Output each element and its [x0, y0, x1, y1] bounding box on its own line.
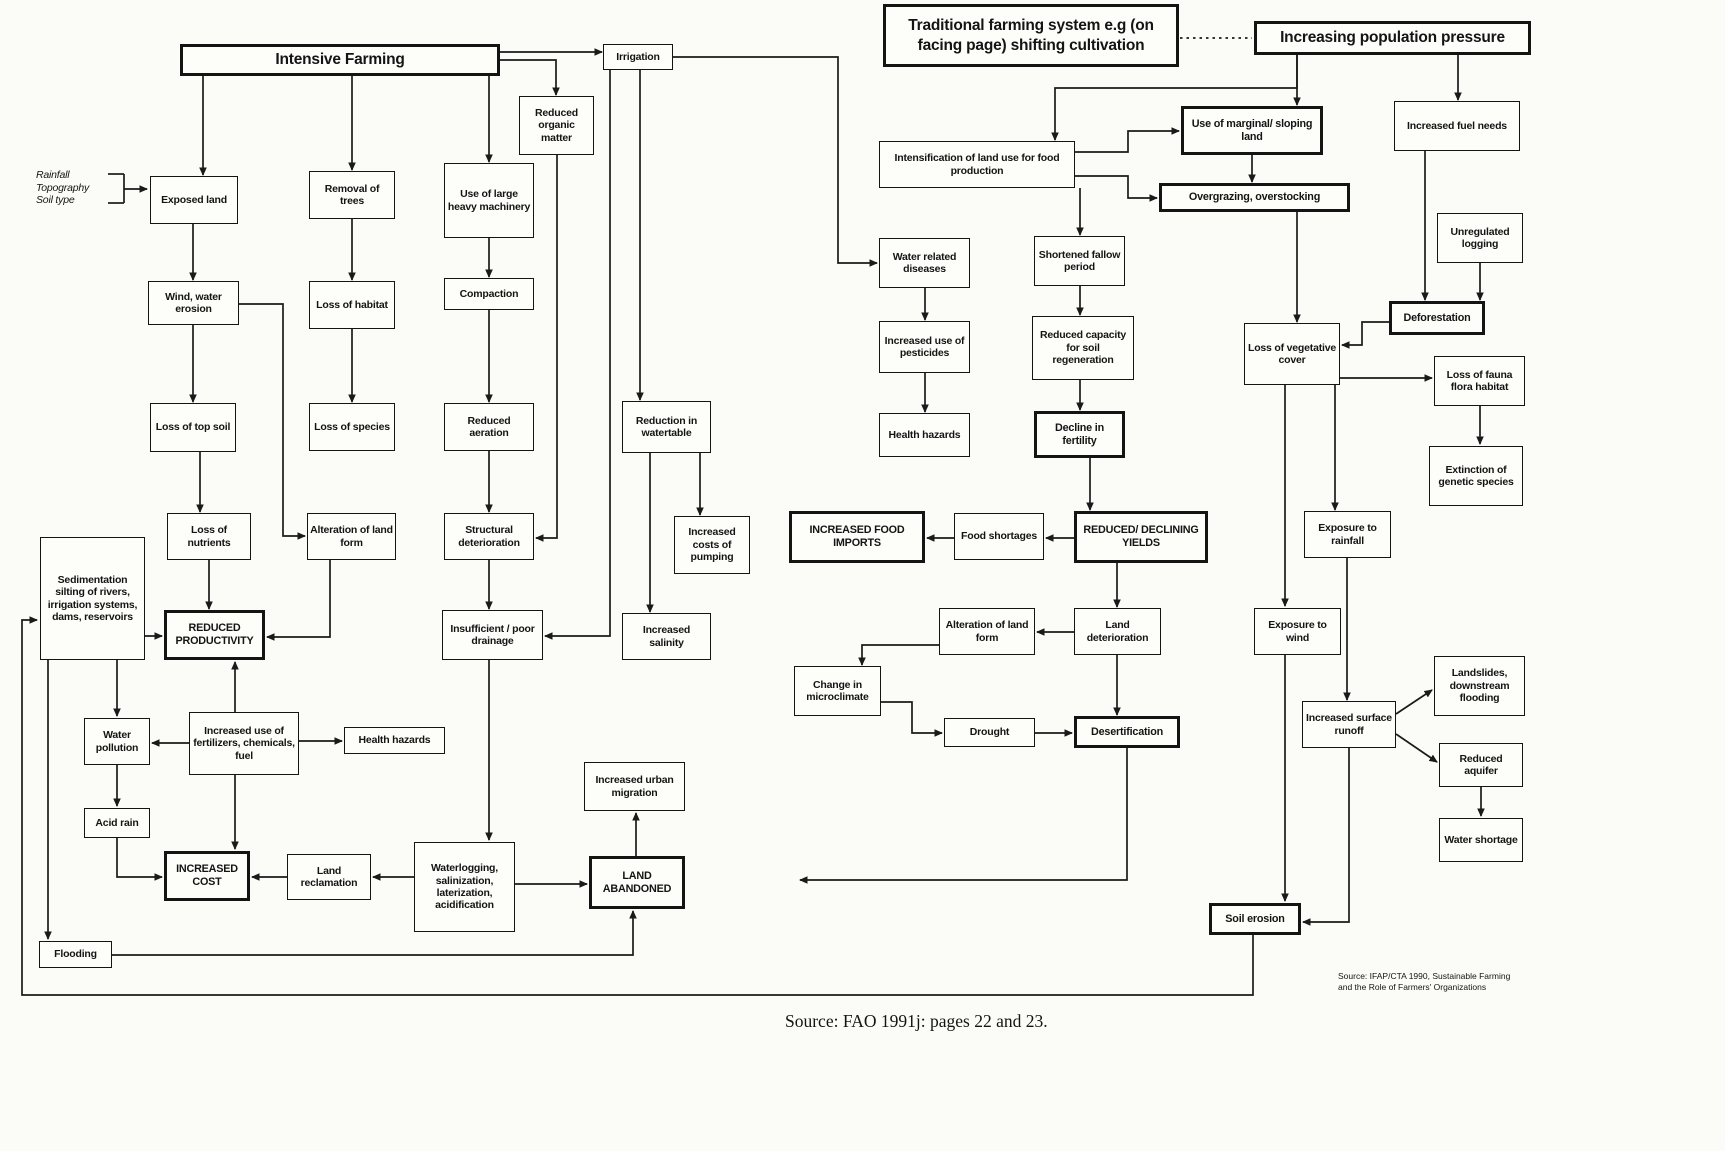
source-caption-fao: Source: FAO 1991j: pages 22 and 23.: [785, 1011, 1048, 1031]
deforestation-to-veg-cover: [1341, 321, 1389, 349]
alteration-to-microclimate: [858, 644, 939, 666]
intensification-to-overgrazing: [1075, 175, 1158, 202]
wind-erosion-to-alteration: [239, 303, 306, 540]
acid-rain-to-cost: [116, 838, 163, 881]
microclimate-to-drought: [881, 701, 943, 737]
flooding-to-abandoned: [112, 910, 637, 956]
runoff-to-soil-erosion: [1302, 748, 1350, 926]
irrigation-to-water-diseases: [673, 56, 878, 267]
irrigation-to-drainage: [544, 52, 611, 640]
organic-to-structural: [535, 155, 558, 542]
intensification-to-marginal: [1075, 127, 1180, 153]
population-to-intensification: [1051, 55, 1298, 141]
alteration-to-productivity: [266, 560, 331, 641]
runoff-to-landslides: [1395, 689, 1433, 715]
desertification-to-left-page: [799, 748, 1128, 884]
soil-erosion-to-sedimentation: [21, 616, 1254, 996]
runoff-to-aquifer: [1395, 733, 1438, 763]
intensive-to-organic-matter: [500, 59, 560, 96]
source-note-ifap: Source: IFAP/CTA 1990, Sustainable Farmi…: [1338, 971, 1511, 993]
